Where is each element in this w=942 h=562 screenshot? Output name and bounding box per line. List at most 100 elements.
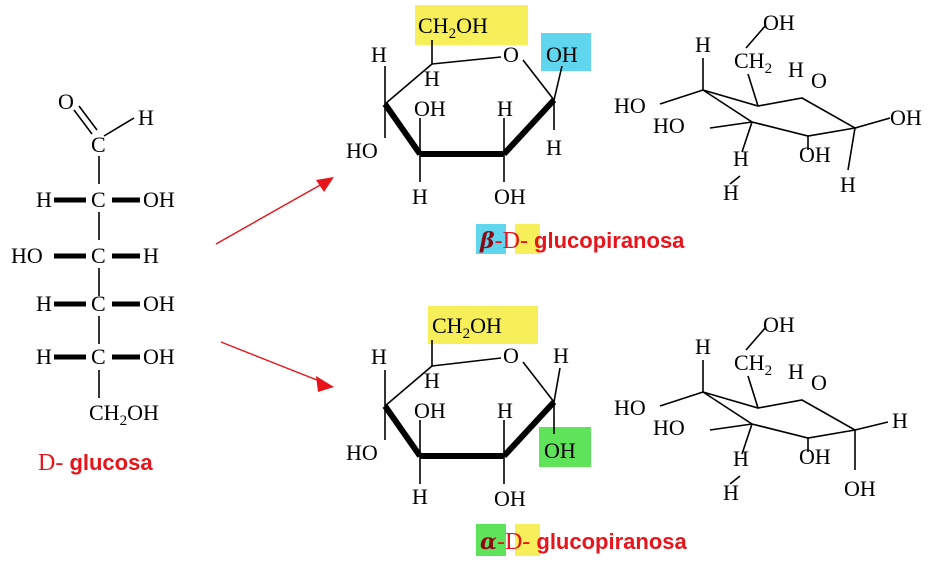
- alpha-c4-h-label: H: [371, 344, 387, 369]
- fischer-projection-glucose: O H C H C OH HO C H H C OH H C OH: [11, 89, 175, 476]
- c4-h-label: H: [36, 291, 52, 316]
- beta-chair-tail: [729, 175, 741, 185]
- c5-oh-label: OH: [143, 344, 175, 369]
- beta-chair-c1-oh-label: OH: [890, 105, 922, 130]
- alpha-greek-highlight: [476, 524, 506, 556]
- beta-c2-oh-label: OH: [494, 184, 526, 209]
- beta-c3-oh-label: OH: [414, 96, 446, 121]
- co-double-bond-2: [78, 105, 98, 131]
- c2-h-label: H: [36, 187, 52, 212]
- alpha-chair-c1-h-label: H: [892, 408, 908, 433]
- beta-chair-c5-c6-bond: [747, 73, 759, 107]
- alpha-ring-o-label: O: [503, 343, 519, 368]
- glucose-name: D- glucosa: [38, 450, 153, 476]
- beta-c2-c1-bond: [501, 97, 557, 157]
- beta-chair-c3-h-label: H: [733, 146, 749, 171]
- beta-c5-o-bond: [431, 56, 502, 65]
- c3-label: C: [91, 243, 106, 268]
- alpha-c2-c1-bond: [501, 399, 557, 459]
- arrow-head-beta: [316, 177, 334, 192]
- c3-h-label: H: [143, 243, 159, 268]
- alpha-oh-highlight: [539, 427, 591, 467]
- ch-aldehyde-bond: [103, 117, 135, 137]
- beta-chair-c6-oh-label: OH: [763, 10, 795, 35]
- beta-o-c1-bond: [522, 59, 555, 101]
- alpha-chair-c5-h-label: H: [788, 359, 804, 384]
- beta-c3-h-label: H: [412, 184, 428, 209]
- beta-chair-c3-h-bond: [741, 121, 753, 153]
- alpha-chair-c6-oh-label: OH: [763, 312, 795, 337]
- arrow-head-alpha: [316, 376, 334, 392]
- alpha-c1-h-bond: [553, 367, 561, 403]
- aldehyde-h-label: H: [138, 105, 154, 130]
- beta-chair-conformation: OH CH2 H H O HO HO H H OH OH H: [614, 10, 922, 205]
- c4-oh-label: OH: [143, 291, 175, 316]
- alpha-ch2oh-highlight: [428, 306, 538, 344]
- alpha-chair-c3-oh-bond: [709, 423, 753, 431]
- arrow-to-alpha: [220, 341, 323, 383]
- alpha-c4-c3-bond: [382, 404, 423, 458]
- alpha-ch2oh-label: CH2OH: [432, 313, 502, 342]
- alpha-chair-c3-h-label: H: [733, 446, 749, 471]
- alpha-chair-c5-c6-bond: [747, 375, 759, 409]
- beta-chair-c2-h-label: H: [723, 180, 739, 205]
- alpha-chair-c4-oh-bond: [659, 391, 704, 407]
- beta-ch2oh-highlight: [415, 5, 528, 45]
- beta-chair-c1-h-label: H: [840, 172, 856, 197]
- beta-haworth-projection: CH2OH H O OH H H HO OH H H OH β-D- gluco…: [346, 5, 685, 254]
- beta-c2-h-label: H: [497, 96, 513, 121]
- beta-c4-c3-bond: [382, 102, 423, 156]
- c1-label: C: [91, 132, 106, 157]
- beta-chair-c3-ho-label: HO: [653, 113, 685, 138]
- beta-ring-o-label: O: [503, 42, 519, 67]
- alpha-name: α-D- glucopiranosa: [480, 529, 688, 555]
- alpha-chair-c1-h-bond: [854, 421, 889, 431]
- beta-chair-c4-ho-label: HO: [614, 93, 646, 118]
- beta-c4-h-label: H: [371, 42, 387, 67]
- beta-chair-c2-oh-label: OH: [799, 142, 831, 167]
- beta-chair-c5-h-label: H: [788, 57, 804, 82]
- alpha-chair-ring-o-label: O: [811, 370, 827, 395]
- beta-chair-c4-h-label: H: [695, 32, 711, 57]
- alpha-c1-h-label: H: [553, 343, 569, 368]
- alpha-chair-c3-ho-label: HO: [653, 415, 685, 440]
- alpha-c5-o-bond: [431, 357, 502, 367]
- alpha-chair-tail: [729, 475, 741, 485]
- beta-chair-c4-oh-bond: [659, 89, 704, 105]
- alpha-anomeric-oh-label: OH: [544, 438, 576, 463]
- beta-chair-ring-o-label: O: [811, 68, 827, 93]
- beta-chair-c6-bond: [745, 24, 767, 49]
- beta-chair-ring: [702, 89, 858, 137]
- alpha-chair-c2-oh-label: OH: [799, 444, 831, 469]
- alpha-o-c1-bond: [522, 361, 555, 403]
- beta-c1-h-label: H: [546, 135, 562, 160]
- beta-anomeric-oh-label: OH: [546, 42, 578, 67]
- c6-ch2oh-label: CH2OH: [89, 400, 159, 429]
- alpha-chair-c2-h-label: H: [723, 480, 739, 505]
- alpha-chair-c1-oh-label: OH: [844, 476, 876, 501]
- c2-oh-label: OH: [143, 187, 175, 212]
- alpha-chair-c3-h-bond: [741, 423, 753, 455]
- alpha-c2-h-label: H: [497, 398, 513, 423]
- beta-chair-c1-oh-bond: [854, 117, 891, 129]
- beta-c5-h-label: H: [424, 66, 440, 91]
- alpha-chair-conformation: OH CH2 H H O HO HO H H OH H OH: [614, 312, 908, 505]
- c5-label: C: [91, 344, 106, 369]
- c2-label: C: [91, 187, 106, 212]
- alpha-chair-ring: [702, 391, 858, 439]
- beta-c4-ho-label: HO: [346, 138, 378, 163]
- aldehyde-o-label: O: [58, 89, 74, 114]
- alpha-c4-ho-label: HO: [346, 440, 378, 465]
- arrow-to-beta: [215, 183, 323, 245]
- beta-c1-oh-bond: [553, 65, 563, 101]
- alpha-chair-ch2-label: CH2: [734, 350, 772, 379]
- beta-chair-c3-oh-bond: [709, 121, 753, 129]
- alpha-haworth-projection: CH2OH H O H OH H HO OH H H OH α-D- gluco…: [346, 306, 688, 556]
- alpha-chair-c4-h-label: H: [695, 334, 711, 359]
- beta-chair-c1-h-bond: [847, 127, 856, 171]
- beta-oh-highlight: [541, 33, 591, 71]
- alpha-c3-h-label: H: [412, 484, 428, 509]
- reaction-arrows: [215, 177, 334, 392]
- beta-chair-ch2-label: CH2: [734, 48, 772, 77]
